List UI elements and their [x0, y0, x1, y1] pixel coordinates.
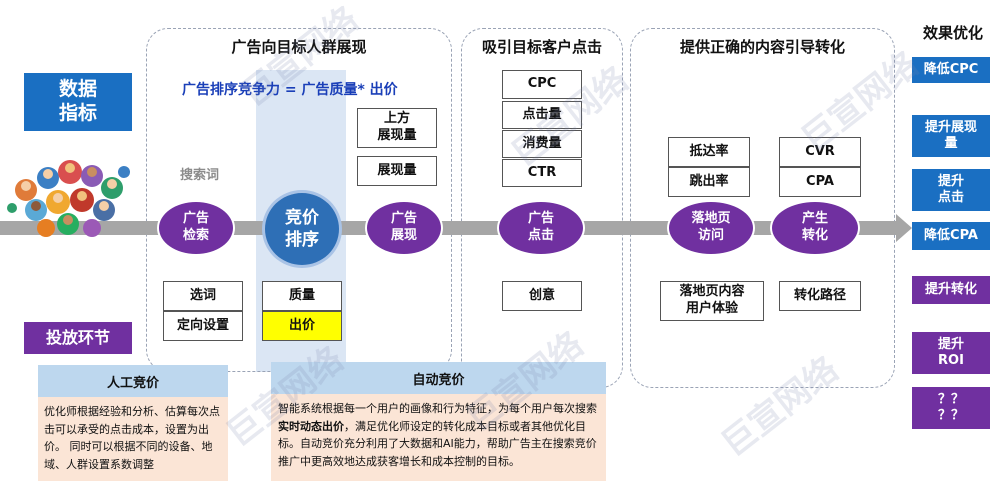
- flow-arrow-head: [896, 214, 912, 242]
- conversion-node[interactable]: 产生 转化: [770, 200, 860, 256]
- data-metrics-label: 数据 指标: [24, 73, 132, 131]
- search-term-label: 搜索词: [180, 168, 220, 183]
- cpc-box: CPC: [502, 70, 582, 99]
- quality-box: 质量: [262, 281, 342, 311]
- auto-bid-title-bar: 自动竞价: [271, 362, 606, 394]
- select-words-box: 选词: [163, 281, 243, 311]
- auto-bid-description: 智能系统根据每一个用户的画像和行为特征，为每个用户每次搜索实时动态出价，满足优化…: [278, 400, 600, 470]
- auto-bid-text-bold: 实时动态出价: [278, 419, 344, 433]
- ad-click-node[interactable]: 广告 点击: [497, 200, 585, 256]
- effect-raise-conversion: 提升转化: [912, 276, 990, 304]
- landing-visit-node[interactable]: 落地页 访问: [667, 200, 755, 256]
- effect-lower-cpa: 降低CPA: [912, 222, 990, 250]
- show-box: 展现量: [357, 156, 437, 186]
- creative-box: 创意: [502, 281, 582, 311]
- ad-search-node[interactable]: 广告 检索: [157, 200, 235, 256]
- effect-raise-roi: 提升 ROI: [912, 332, 990, 374]
- cvr-box: CVR: [779, 137, 861, 167]
- manual-bid-panel: [38, 397, 228, 481]
- attract-section-title: 吸引目标客户点击: [481, 38, 602, 56]
- clicks-box: 点击量: [502, 101, 582, 129]
- manual-bid-description: 优化师根据经验和分析、估算每次点击可以承受的点击成本，设置为出价。 同时可以根据…: [44, 405, 220, 471]
- bounce-rate-box: 跳出率: [668, 167, 750, 197]
- auto-bid-text-2: ，满足优化师设定的转化成本目标或者其他优化目标。自动竞价充分利用了大数据和AI能…: [278, 419, 597, 468]
- ad-show-node[interactable]: 广告 展现: [365, 200, 443, 256]
- ranking-formula: 广告排序竞争力 = 广告质量* 出价: [182, 82, 398, 98]
- bid-ranking-node[interactable]: 竞价 排序: [262, 190, 342, 268]
- effect-section-title: 效果优化: [922, 24, 983, 42]
- ctr-box: CTR: [502, 159, 582, 187]
- auto-bid-text-1: 智能系统根据每一个用户的画像和行为特征，为每个用户每次搜索: [278, 402, 597, 415]
- manual-bid-title: 人工竞价: [106, 375, 159, 391]
- audience-section-title: 广告向目标人群展现: [231, 38, 367, 56]
- audience-crowd-icon: [7, 160, 130, 237]
- effect-raise-clicks: 提升 点击: [912, 169, 990, 211]
- effect-raise-impressions: 提升展现 量: [912, 115, 990, 157]
- conversion-path-box: 转化路径: [779, 281, 861, 311]
- top-show-box: 上方 展现量: [357, 108, 437, 148]
- landing-experience-box: 落地页内容 用户体验: [660, 281, 764, 321]
- guide-section-title: 提供正确的内容引导转化: [679, 38, 845, 56]
- targeting-box: 定向设置: [163, 311, 243, 341]
- spend-box: 消费量: [502, 130, 582, 158]
- guide-section-frame: [630, 28, 895, 388]
- arrival-rate-box: 抵达率: [668, 137, 750, 167]
- effect-lower-cpc: 降低CPC: [912, 57, 990, 83]
- cpa-box: CPA: [779, 167, 861, 197]
- placement-stage-label: 投放环节: [24, 322, 132, 354]
- auto-bid-title: 自动竞价: [412, 372, 465, 388]
- bid-box: 出价: [262, 311, 342, 341]
- manual-bid-title-bar: 人工竞价: [38, 365, 228, 397]
- effect-unknown: ？？ ？？: [912, 387, 990, 429]
- auto-bid-panel: [271, 394, 606, 481]
